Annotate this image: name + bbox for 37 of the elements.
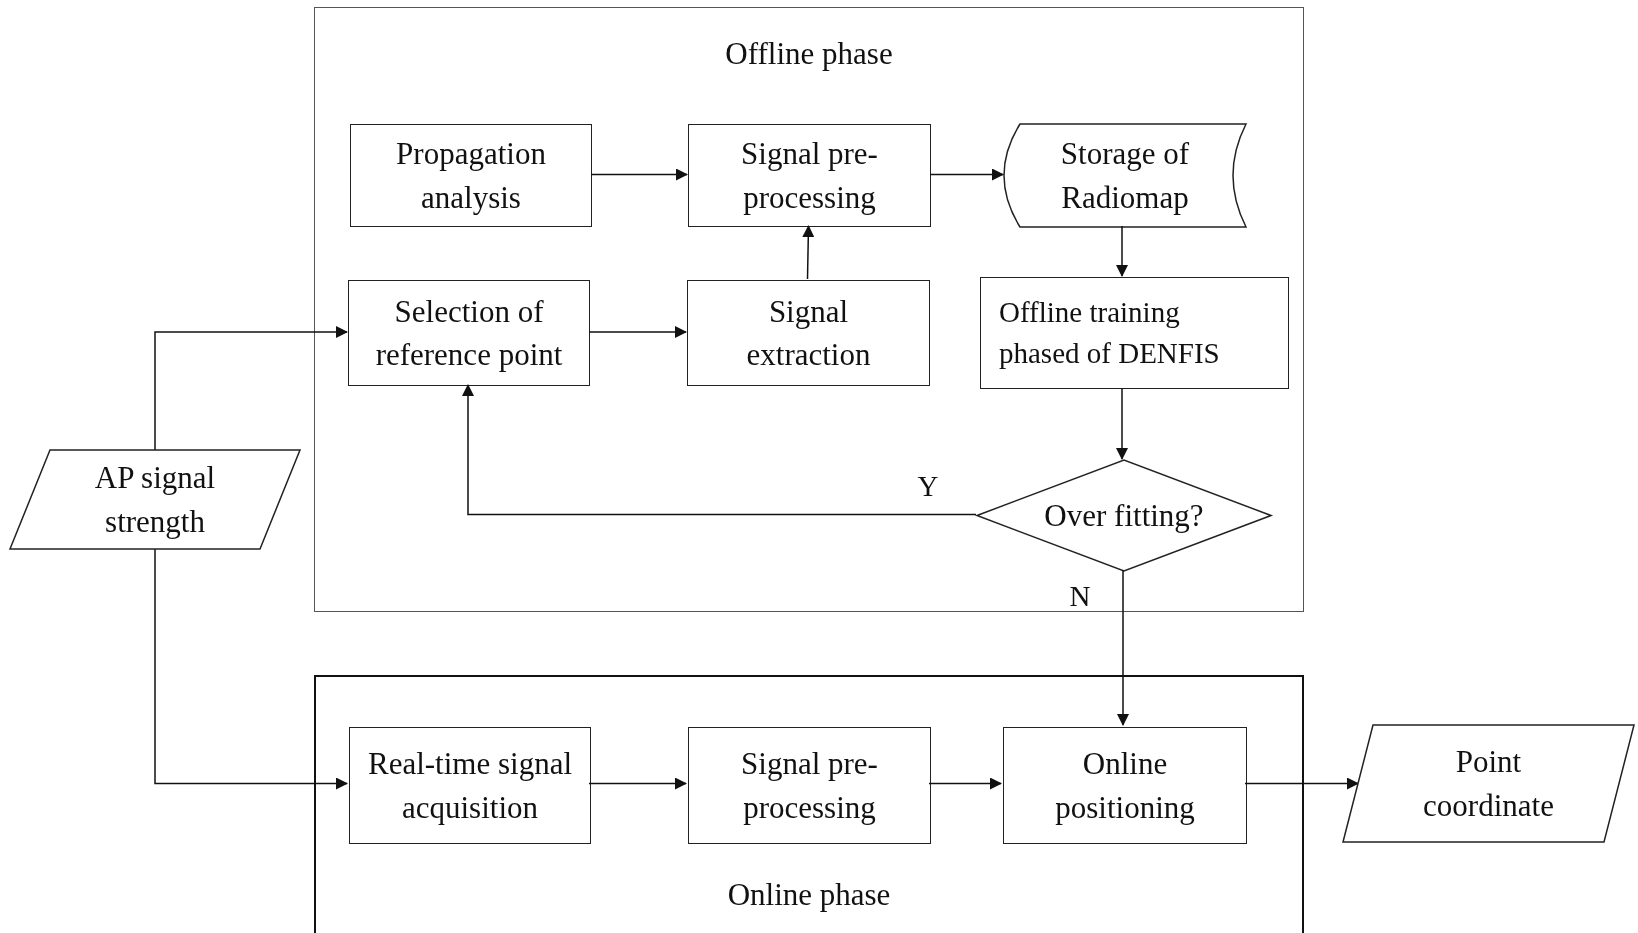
process-box [980, 277, 1289, 389]
phase-panel [314, 7, 1304, 612]
arrow [154, 326, 348, 451]
panel-title: Online phase [726, 877, 892, 913]
arrow [590, 168, 688, 181]
node-label: Point coordinate [1422, 743, 1555, 825]
phase-panel [314, 675, 1304, 933]
output-parallelogram [1343, 725, 1634, 842]
node-label: Storage of Radiomap [1059, 135, 1191, 217]
node-label: AP signal strength [93, 459, 217, 541]
process-box [349, 727, 591, 844]
node-label: Online positioning [1054, 745, 1196, 827]
decision-diamond [977, 460, 1271, 571]
node-label: Signal extraction [745, 292, 872, 374]
arrow [1116, 387, 1128, 460]
node-label: Real-time signal acquisition [367, 745, 573, 827]
arrow [588, 326, 687, 338]
process-box [688, 124, 931, 227]
node-label: Offline training phased of DENFIS [999, 295, 1221, 371]
node-label: Signal pre-processing [740, 745, 879, 827]
node-label: Signal pre-processing [740, 135, 879, 217]
node-label: Propagation analysis [395, 135, 547, 217]
arrow [802, 225, 815, 280]
process-box [688, 727, 931, 844]
arrow [462, 384, 977, 516]
panel-title: Offline phase [724, 36, 894, 72]
process-box [1003, 727, 1247, 844]
node-label: Over fitting? [1044, 496, 1204, 535]
process-box [350, 124, 592, 227]
stored-data-shape [1004, 124, 1246, 227]
process-box [687, 280, 930, 386]
process-box [348, 280, 590, 386]
arrow [154, 548, 348, 790]
arrow [929, 168, 1004, 181]
arrow [1117, 569, 1129, 726]
input-parallelogram [10, 450, 300, 549]
node-label: Selection of reference point [374, 292, 564, 374]
